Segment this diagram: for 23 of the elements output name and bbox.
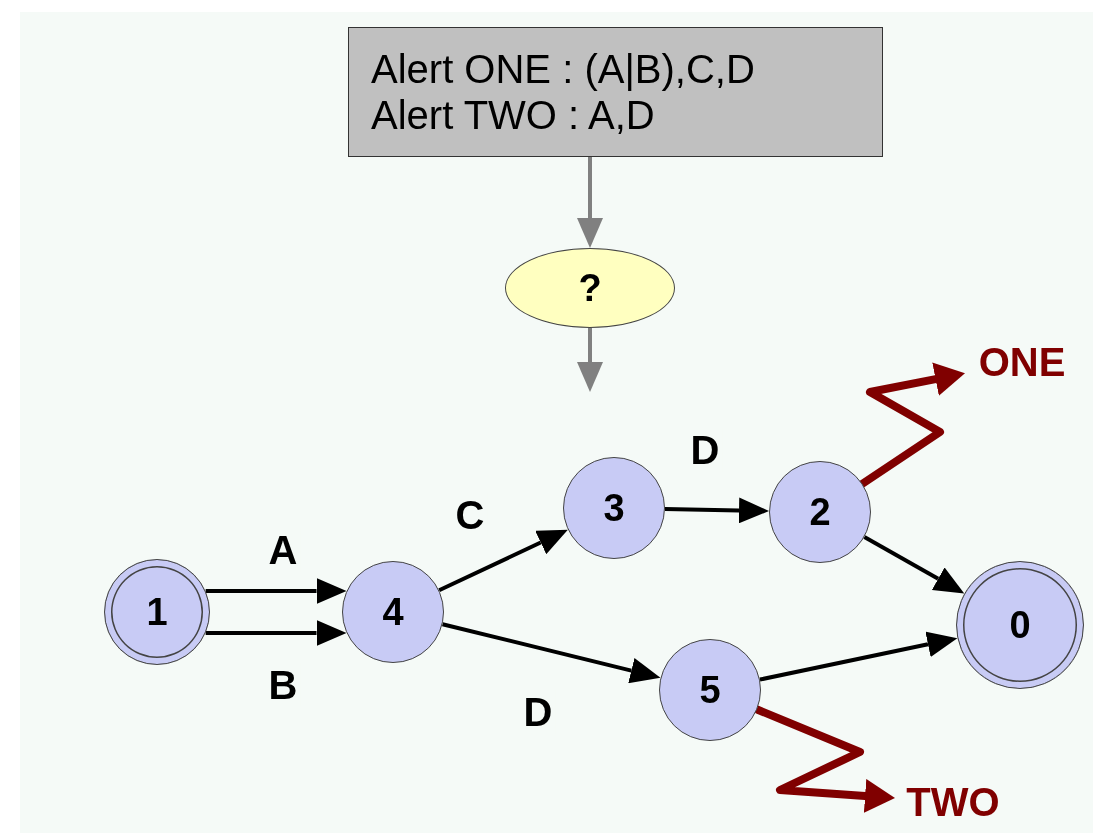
- alert-text: Alert TWO : A,D: [371, 92, 655, 138]
- state-number: 3: [603, 487, 625, 529]
- state-number: 0: [1009, 604, 1031, 646]
- state-number: 5: [699, 669, 721, 711]
- question-mark: ?: [578, 267, 602, 309]
- arrow: [759, 631, 958, 682]
- state-number: 1: [146, 591, 168, 633]
- zigzag-arrow: [753, 705, 895, 813]
- arrow: [577, 328, 603, 392]
- alert-text: Alert ONE : (A|B),C,D: [371, 46, 755, 92]
- alert-output-label: TWO: [895, 779, 1011, 825]
- arrow: [438, 529, 568, 593]
- arrow: [863, 535, 965, 594]
- arrow: [442, 622, 661, 684]
- state-number: 2: [809, 491, 831, 533]
- alert-output-label: ONE: [965, 339, 1079, 385]
- arrow: [205, 578, 347, 604]
- arrow: [577, 157, 603, 248]
- arrow: [205, 620, 347, 646]
- state-number: 4: [382, 591, 404, 633]
- alert-box: [348, 27, 883, 157]
- arrow: [664, 497, 769, 524]
- zigzag-arrow: [858, 362, 965, 488]
